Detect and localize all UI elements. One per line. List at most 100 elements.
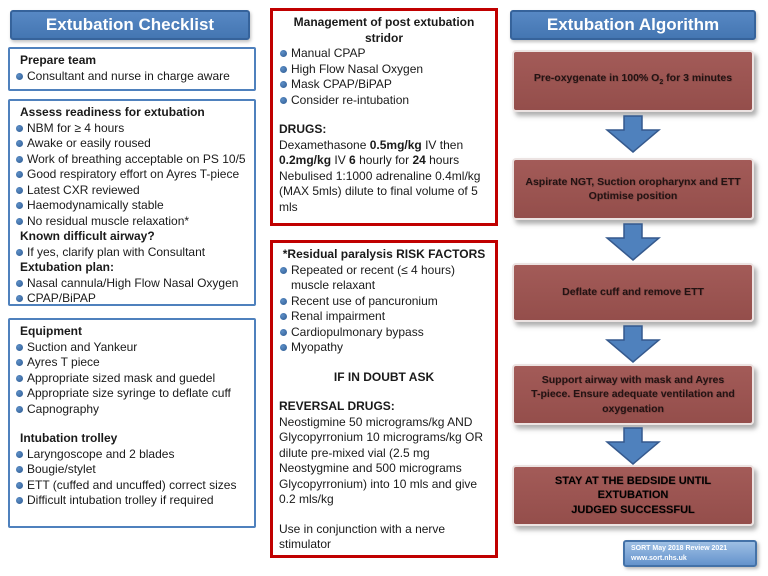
list-item: Ayres T piece: [15, 355, 249, 371]
checklist-title: Extubation Checklist: [10, 10, 250, 40]
list-item: Mask CPAP/BiPAP: [279, 77, 489, 93]
step-text: for 3 minutes: [663, 72, 733, 85]
bullet-icon: [16, 374, 23, 382]
risk-factor-label: Cardiopulmonary bypass: [291, 324, 424, 339]
down-arrow-icon: [605, 115, 661, 153]
checklist-item-label: Nasal cannula/High Flow Nasal Oxygen: [27, 275, 239, 290]
algorithm-step-preoxygenate: Pre-oxygenate in 100% O2 for 3 minutes: [512, 50, 754, 112]
residual-paralysis-box: *Residual paralysis RISK FACTORS Repeate…: [270, 240, 498, 558]
checklist-item-label: Capnography: [27, 401, 100, 416]
checklist-item-label: Appropriate size syringe to deflate cuff: [27, 386, 231, 400]
drug-dose-text: IV: [331, 153, 350, 167]
checklist-item-label: Difficult intubation trolley if required: [27, 493, 214, 507]
prepare-team-box: Prepare team Consultant and nurse in cha…: [8, 47, 256, 91]
bullet-icon: [16, 217, 23, 225]
equipment-box: Equipment Suction and Yankeur Ayres T pi…: [8, 318, 256, 528]
checklist-item-label: Awake or easily roused: [27, 136, 151, 150]
drug-dose-text: IV then: [421, 137, 464, 152]
algorithm-step-deflate: Deflate cuff and remove ETT: [512, 263, 754, 322]
stridor-item-label: Consider re-intubation: [291, 92, 410, 107]
checklist-item-label: NBM for ≥ 4 hours: [27, 120, 125, 135]
step-label: Pre-oxygenate in 100% O2 for 3 minutes: [534, 71, 732, 91]
nerve-stimulator-note: Use in conjunction with a nerve stimulat…: [279, 521, 446, 552]
oxygen-subscript: 2: [659, 79, 664, 87]
list-item: Consultant and nurse in charge aware: [15, 69, 249, 85]
list-item: Consider re-intubation: [279, 93, 489, 109]
bullet-icon: [16, 171, 23, 178]
if-in-doubt-note: IF IN DOUBT ASK: [333, 369, 435, 384]
bullet-icon: [16, 155, 23, 163]
bullet-icon: [16, 186, 23, 194]
dexamethasone-line: Dexamethasone 0.5mg/kg IV then 0.2mg/kg …: [279, 138, 489, 169]
bullet-icon: [280, 328, 287, 336]
down-arrow-icon: [605, 325, 661, 363]
risk-factor-label: Repeated or recent (≤ 4 hours) muscle re…: [291, 262, 456, 293]
down-arrow-icon: [605, 223, 661, 261]
list-item: If yes, clarify plan with Consultant: [15, 245, 249, 261]
bullet-icon: [16, 405, 23, 413]
list-item: Cardiopulmonary bypass: [279, 325, 489, 341]
credit-url: www.sort.nhs.uk: [631, 555, 687, 562]
algorithm-title: Extubation Algorithm: [510, 10, 756, 40]
list-item: CPAP/BiPAP: [15, 291, 249, 307]
risk-factor-label: Renal impairment: [291, 309, 386, 323]
list-item: Repeated or recent (≤ 4 hours) muscle re…: [279, 263, 489, 294]
checklist-item-label: Ayres T piece: [27, 355, 100, 369]
algorithm-step-aspirate: Aspirate NGT, Suction oropharynx and ETT…: [512, 158, 754, 220]
nebulised-adrenaline-line: Nebulised 1:1000 adrenaline 0.4ml/kg (MA…: [279, 168, 481, 214]
checklist-item-label: Work of breathing acceptable on PS 10/5: [27, 151, 246, 166]
bullet-icon: [280, 65, 287, 73]
list-item: Recent use of pancuronium: [279, 294, 489, 310]
sort-credit-badge: SORT May 2018 Review 2021 www.sort.nhs.u…: [623, 540, 757, 567]
step-text: Pre-oxygenate in 100% O: [533, 72, 660, 85]
risk-factor-label: Recent use of pancuronium: [291, 293, 438, 308]
list-item: No residual muscle relaxation*: [15, 214, 249, 230]
bullet-icon: [16, 343, 23, 351]
checklist-item-label: Laryngoscope and 2 blades: [27, 446, 175, 461]
checklist-item-label: No residual muscle relaxation*: [27, 213, 190, 228]
down-arrow-icon: [605, 427, 661, 465]
list-item: Myopathy: [279, 340, 489, 356]
risk-factor-label: Myopathy: [291, 340, 344, 354]
credit-line: SORT May 2018 Review 2021: [631, 545, 728, 552]
list-item: High Flow Nasal Oxygen: [279, 62, 489, 78]
assess-readiness-box: Assess readiness for extubation NBM for …: [8, 99, 256, 306]
stridor-item-label: Manual CPAP: [291, 46, 366, 60]
section-heading: Assess readiness for extubation: [20, 105, 205, 119]
drug-dose-text: 0.2mg/kg: [279, 153, 332, 167]
checklist-item-label: Consultant and nurse in charge aware: [27, 68, 230, 83]
stridor-item-label: Mask CPAP/BiPAP: [291, 77, 392, 91]
list-item: Capnography: [15, 402, 249, 418]
drug-dose-text: hourly for: [355, 153, 413, 167]
list-item: Latest CXR reviewed: [15, 183, 249, 199]
list-item: Awake or easily roused: [15, 136, 249, 152]
drug-dose-text: 24: [412, 153, 426, 167]
drug-dose-text: 0.5mg/kg: [369, 137, 422, 152]
reversal-drugs-heading: REVERSAL DRUGS:: [279, 399, 395, 413]
stridor-management-box: Management of post extubation stridor Ma…: [270, 8, 498, 226]
list-item: Manual CPAP: [279, 46, 489, 62]
checklist-item-label: Suction and Yankeur: [27, 339, 138, 354]
bullet-icon: [16, 248, 23, 256]
drug-dose-text: hours: [425, 153, 460, 167]
checklist-item-label: Latest CXR reviewed: [27, 182, 140, 197]
list-item: Appropriate sized mask and guedel: [15, 371, 249, 387]
bullet-icon: [280, 313, 287, 320]
list-item: Haemodynamically stable: [15, 198, 249, 214]
list-item: Difficult intubation trolley if required: [15, 493, 249, 509]
checklist-item-label: If yes, clarify plan with Consultant: [27, 244, 206, 259]
bullet-icon: [280, 344, 287, 351]
list-item: Renal impairment: [279, 309, 489, 325]
reversal-drugs-text: Neostigmine 50 micrograms/kg AND Glycopy…: [279, 414, 484, 507]
list-item: Bougie/stylet: [15, 462, 249, 478]
section-heading: Known difficult airway?: [20, 229, 155, 243]
bullet-icon: [16, 466, 23, 473]
checklist-item-label: Bougie/stylet: [27, 462, 96, 476]
list-item: Work of breathing acceptable on PS 10/5: [15, 152, 249, 168]
list-item: Appropriate size syringe to deflate cuff: [15, 386, 249, 402]
drugs-heading: DRUGS:: [279, 122, 327, 136]
bullet-icon: [16, 72, 23, 80]
section-heading: Intubation trolley: [20, 431, 118, 445]
list-item: ETT (cuffed and uncuffed) correct sizes: [15, 478, 249, 494]
drug-dose-text: Dexamethasone: [279, 137, 370, 152]
